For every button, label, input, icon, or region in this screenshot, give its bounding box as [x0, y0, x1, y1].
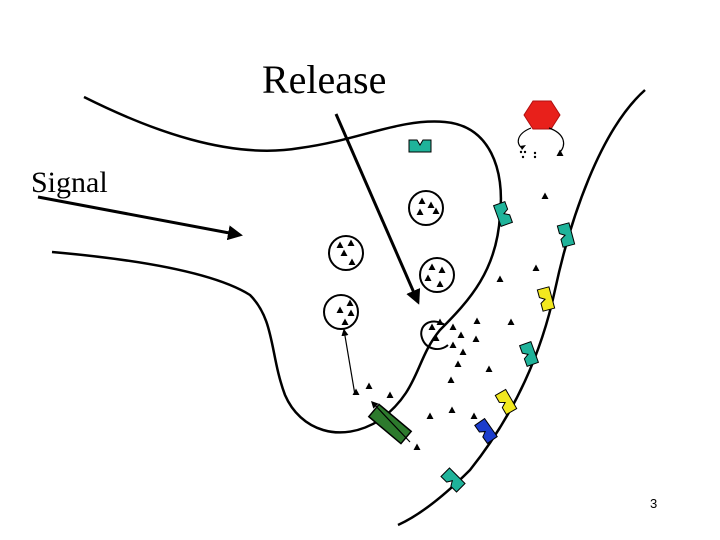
postsynaptic-receptor [474, 417, 498, 445]
reuptake-arrow [341, 328, 356, 396]
enzyme-hexagon [523, 100, 561, 130]
release-label: Release [262, 57, 387, 102]
fusing-vesicle [420, 318, 449, 351]
degradation-fragments [519, 150, 537, 159]
presynaptic-receptor [492, 200, 514, 228]
vesicle [408, 190, 444, 226]
vesicle [323, 294, 359, 330]
postsynaptic-receptor [518, 340, 540, 368]
presynaptic-membrane [51, 95, 503, 434]
enzyme-cycle-arrow [517, 127, 565, 153]
postsynaptic-receptor [440, 467, 466, 493]
postsynaptic-receptor [536, 286, 556, 312]
postsynaptic-membrane [397, 89, 646, 527]
page-number: 3 [650, 496, 658, 511]
signal-arrow [37, 195, 243, 241]
postsynaptic-receptor [556, 222, 576, 248]
transporter-arrow [371, 400, 411, 443]
autoreceptor [408, 139, 432, 153]
release-arrow [334, 113, 421, 305]
signal-label: Signal [31, 166, 108, 199]
vesicle [328, 235, 364, 271]
enzyme-arrow-tip [520, 145, 526, 150]
vesicle [419, 257, 455, 293]
postsynaptic-receptor [494, 388, 518, 416]
transmitter-molecules [352, 149, 564, 450]
